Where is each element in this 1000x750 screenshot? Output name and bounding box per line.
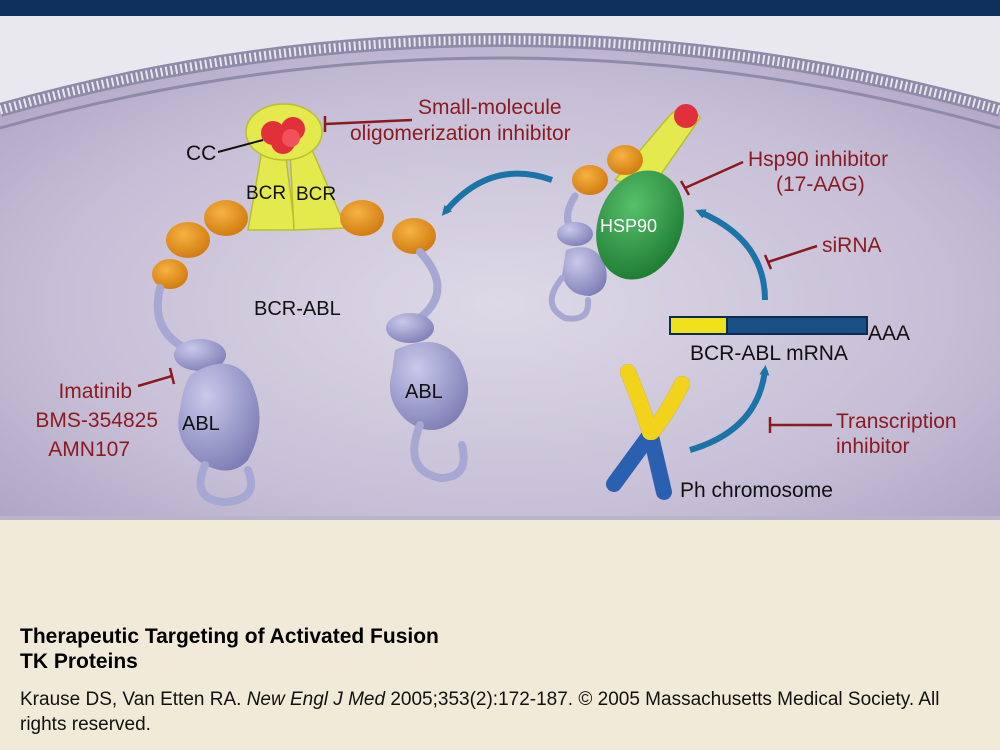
label-transcription-2: inhibitor xyxy=(836,435,910,458)
citation-authors: Krause DS, Van Etten RA. xyxy=(20,689,247,710)
label-small-molecule-1: Small-molecule xyxy=(418,96,562,119)
label-small-molecule-2: oligomerization inhibitor xyxy=(350,122,571,145)
hsp90-complex xyxy=(548,104,701,322)
abl-kinase-right xyxy=(386,313,469,483)
ph-chromosome xyxy=(606,364,690,500)
label-sirna: siRNA xyxy=(822,234,882,257)
label-mrna: BCR-ABL mRNA xyxy=(690,342,848,365)
top-bar xyxy=(0,0,1000,16)
hsp90-chaperone xyxy=(596,170,684,280)
arrow-chromosome-to-mrna xyxy=(689,365,770,453)
label-aaa: AAA xyxy=(868,322,910,345)
label-bms: BMS-354825 xyxy=(35,409,158,432)
label-hsp90-inhibitor-2: (17-AAG) xyxy=(776,173,865,196)
label-transcription-1: Transcription xyxy=(836,410,957,433)
caption-title: Therapeutic Targeting of Activated Fusio… xyxy=(20,625,439,673)
label-hsp90: HSP90 xyxy=(600,216,657,236)
label-abl-right: ABL xyxy=(405,381,443,403)
bcr-abl-mrna xyxy=(669,316,868,335)
bcr-abl-figure: CC BCR BCR BCR-ABL ABL ABL HSP90 Small-m… xyxy=(0,16,1000,520)
label-cc: CC xyxy=(186,142,216,165)
caption: Therapeutic Targeting of Activated Fusio… xyxy=(20,624,980,737)
label-abl-left: ABL xyxy=(182,413,220,435)
sh-domains-right xyxy=(340,200,436,254)
sh-domains-left xyxy=(152,200,248,289)
label-amn: AMN107 xyxy=(48,438,130,461)
inhibitor-leaders xyxy=(137,116,832,433)
citation-journal: New Engl J Med xyxy=(246,689,386,710)
label-bcr-left: BCR xyxy=(246,183,286,204)
caption-citation: Krause DS, Van Etten RA. New Engl J Med … xyxy=(20,687,980,737)
label-ph-chromosome: Ph chromosome xyxy=(680,479,833,502)
abl-kinase-left xyxy=(174,339,260,507)
label-bcr-right: BCR xyxy=(296,184,336,205)
coiled-coil-domain xyxy=(261,117,305,154)
citation-rest: 2005;353(2):172-187. © 2005 Massachusett… xyxy=(20,689,940,735)
label-hsp90-inhibitor-1: Hsp90 inhibitor xyxy=(748,148,888,171)
arrow-hsp90-to-bcrabl xyxy=(441,170,554,216)
label-bcr-abl: BCR-ABL xyxy=(254,298,341,320)
label-imatinib: Imatinib xyxy=(58,380,132,403)
arrow-mrna-to-protein xyxy=(695,209,768,301)
